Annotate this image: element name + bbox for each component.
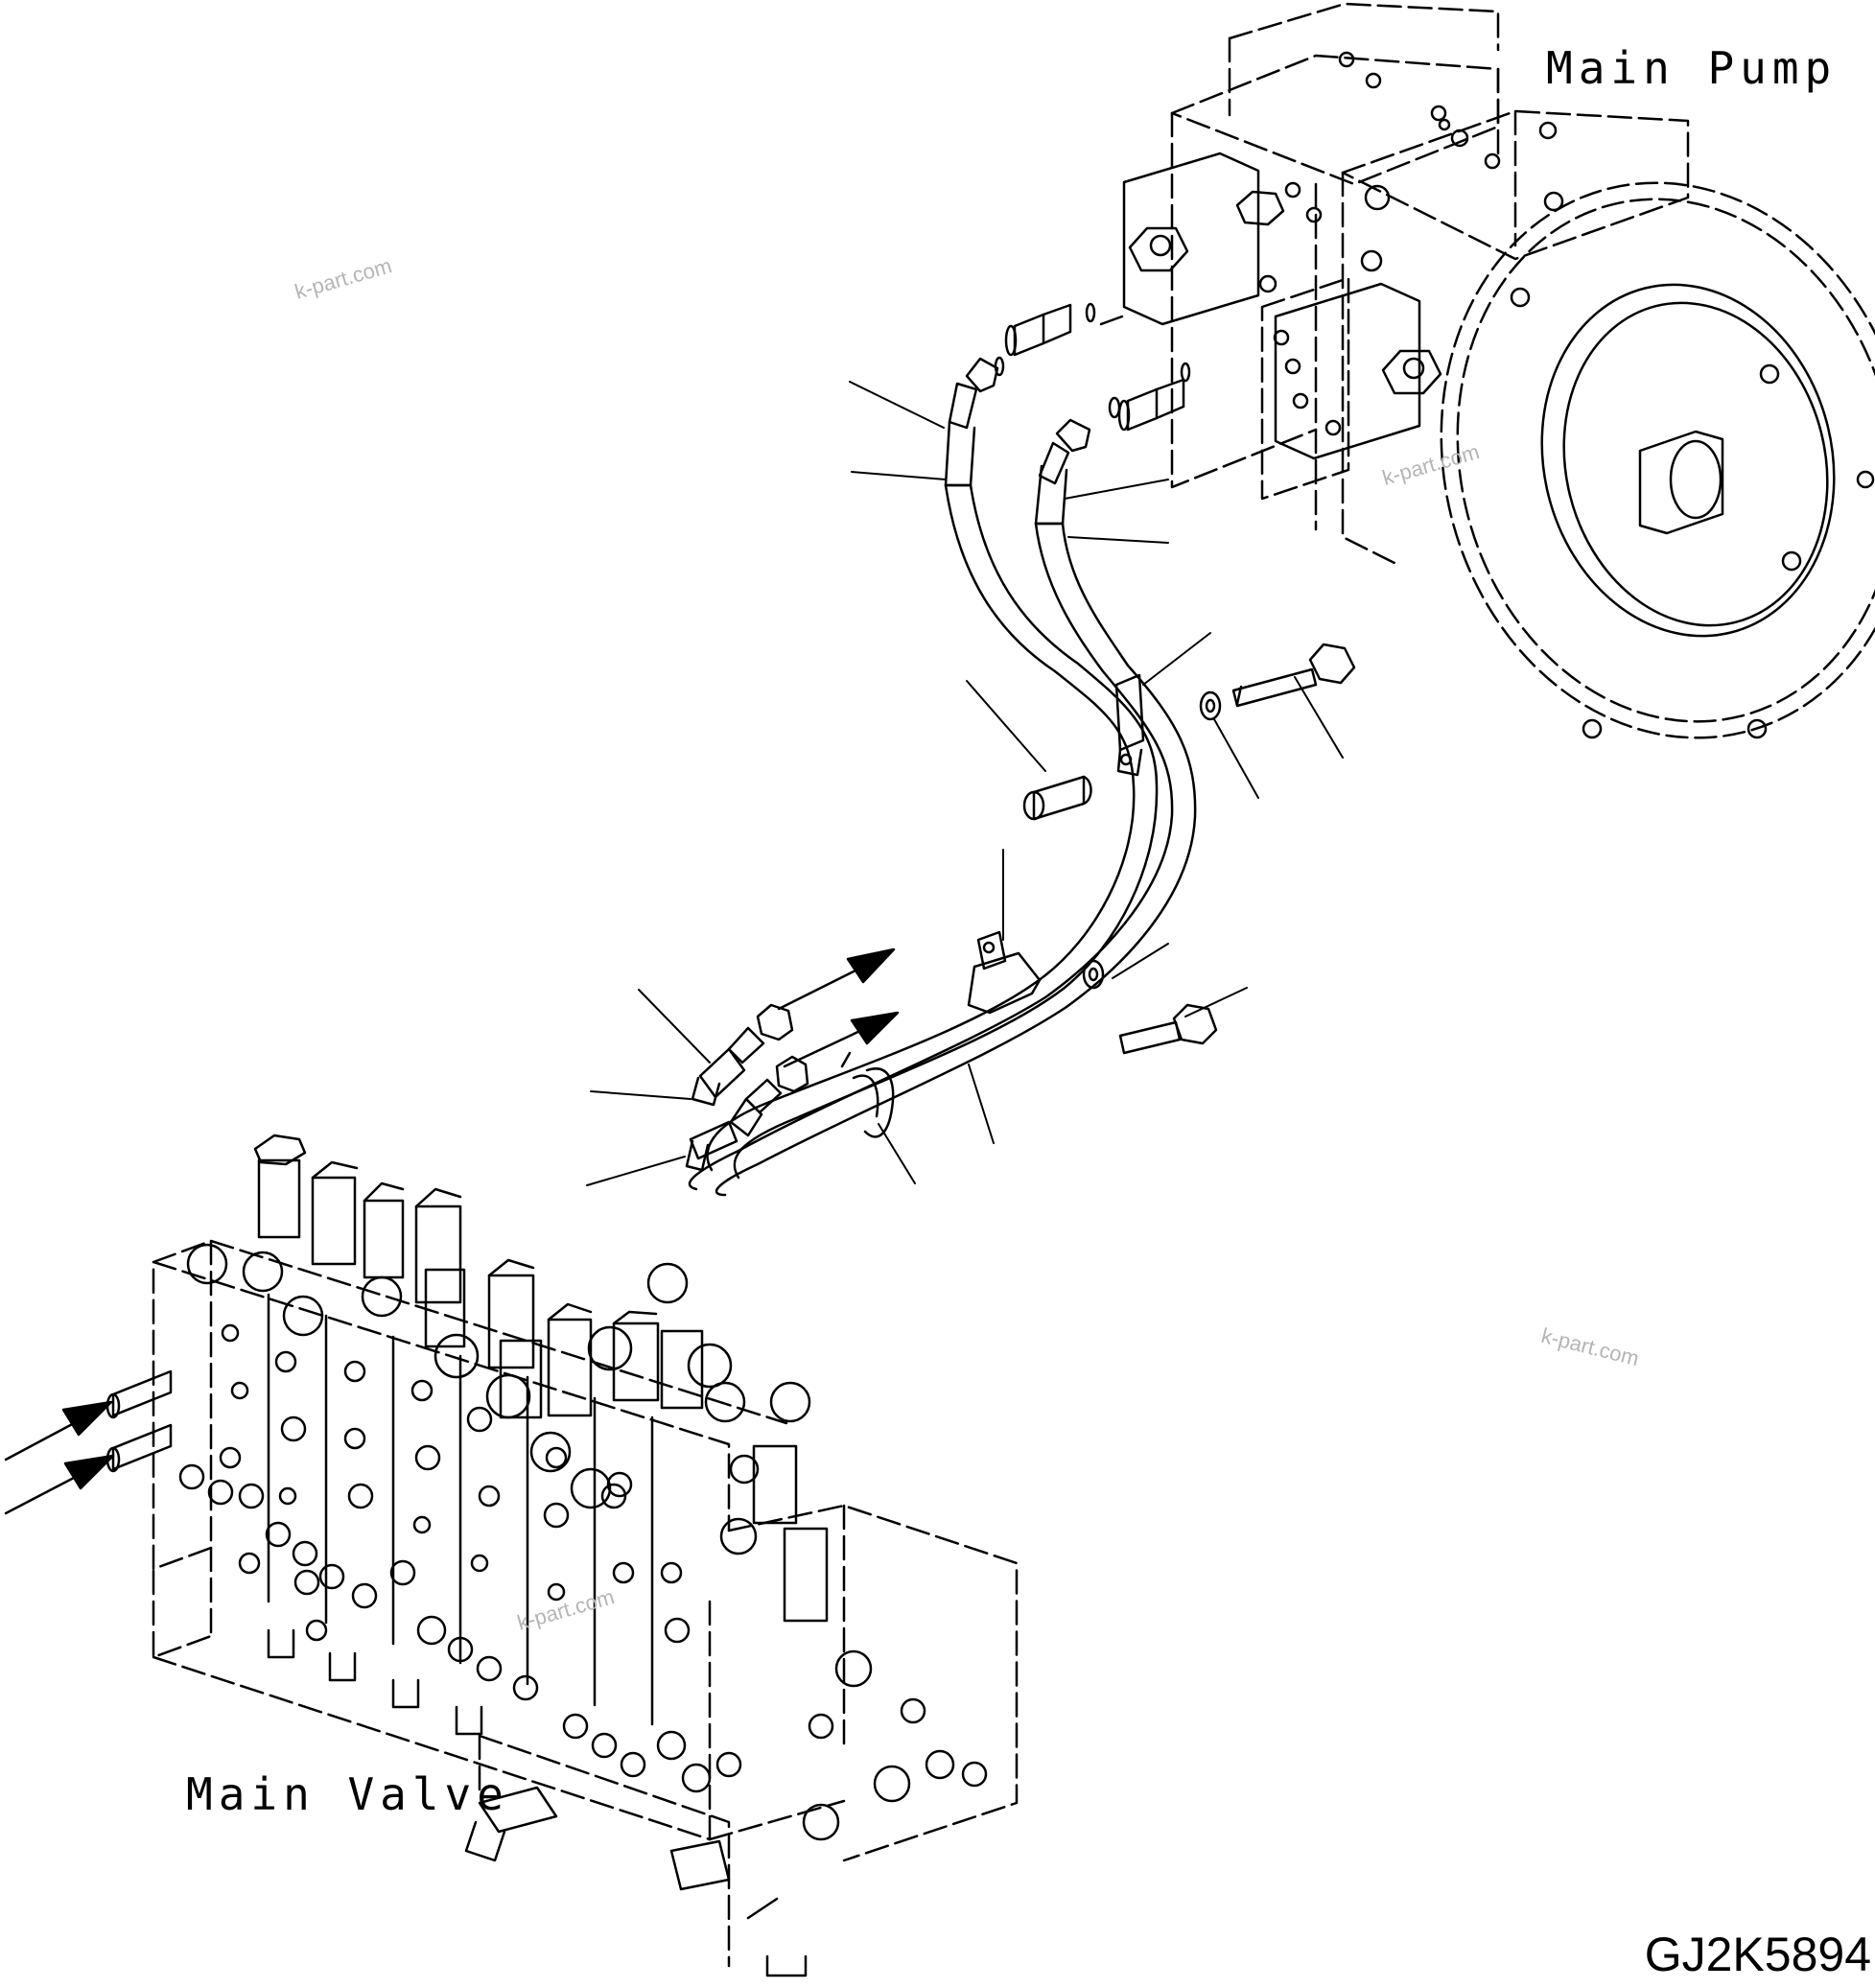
main-valve-label: Main Valve [186,1768,509,1820]
flow-arrows [4,947,900,1515]
hose-assembly [685,357,1197,1197]
pump-port-fittings [994,302,1191,432]
valve-ports [219,1323,691,1644]
drawing-code: GJ2K5894 [1644,1928,1871,1981]
pump-body [1122,2,1690,568]
main-valve [105,1134,1019,1977]
clamp-hardware [1082,643,1356,1055]
valve-lower-fittings [178,1463,988,1841]
main-pump-label: Main Pump [1546,42,1838,94]
main-pump [994,2,1875,739]
pump-flange [1440,181,1875,739]
valve-spool-caps [186,1134,829,1623]
callout-leaders [586,381,1344,1186]
